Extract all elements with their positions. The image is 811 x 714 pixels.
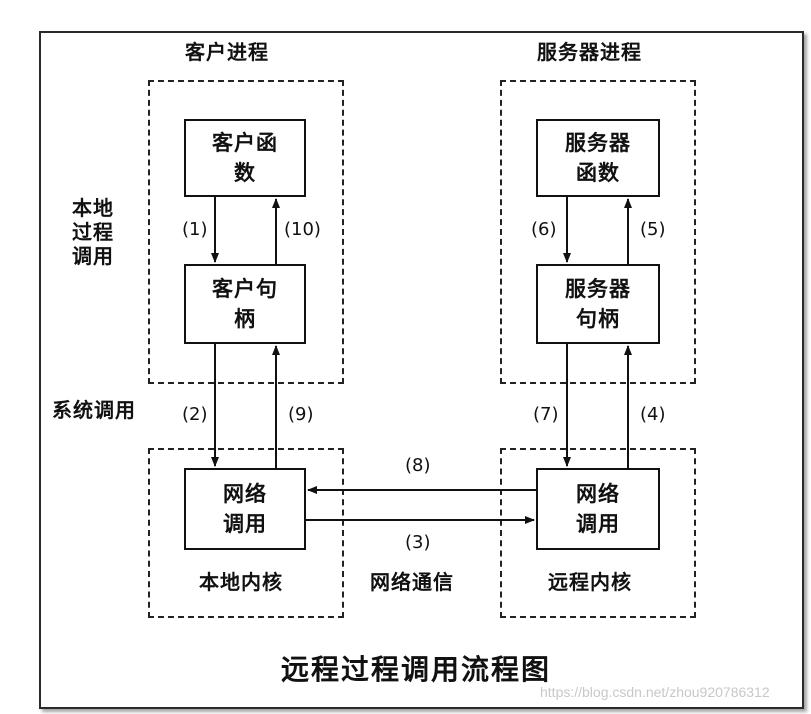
local-kernel-label: 本地内核: [199, 570, 283, 594]
diagram-title: 远程过程调用流程图: [281, 653, 552, 686]
step-4-label: (4): [640, 404, 666, 425]
local-kernel-region: [148, 448, 344, 618]
diagram-frame: [39, 31, 804, 709]
remote-kernel-label: 远程内核: [548, 570, 632, 594]
step-8-label: (8): [405, 455, 431, 476]
step-9-label: (9): [288, 404, 314, 425]
server-process-region: [500, 80, 696, 384]
server-stub-box: 服务器 句柄: [536, 264, 660, 344]
step-5-label: (5): [640, 219, 666, 240]
system-call-label: 系统调用: [52, 398, 136, 422]
server-function-box: 服务器 函数: [536, 119, 660, 197]
remote-kernel-region: [500, 448, 696, 618]
client-stub-box: 客户句 柄: [184, 264, 306, 344]
step-1-label: (1): [182, 219, 208, 240]
client-process-region: [148, 80, 344, 384]
step-2-label: (2): [182, 404, 208, 425]
server-process-label: 服务器进程: [537, 40, 642, 64]
client-function-box: 客户函 数: [184, 119, 306, 197]
watermark: https://blog.csdn.net/zhou920786312: [540, 684, 770, 700]
step-3-label: (3): [405, 532, 431, 553]
local-procedure-call-label: 本地 过程 调用: [72, 196, 114, 268]
step-7-label: (7): [533, 404, 559, 425]
remote-network-call-box: 网络 调用: [536, 468, 660, 550]
step-10-label: (10): [284, 219, 321, 240]
step-6-label: (6): [531, 219, 557, 240]
client-process-label: 客户进程: [185, 40, 269, 64]
network-comm-label: 网络通信: [370, 570, 454, 594]
local-network-call-box: 网络 调用: [184, 468, 306, 550]
